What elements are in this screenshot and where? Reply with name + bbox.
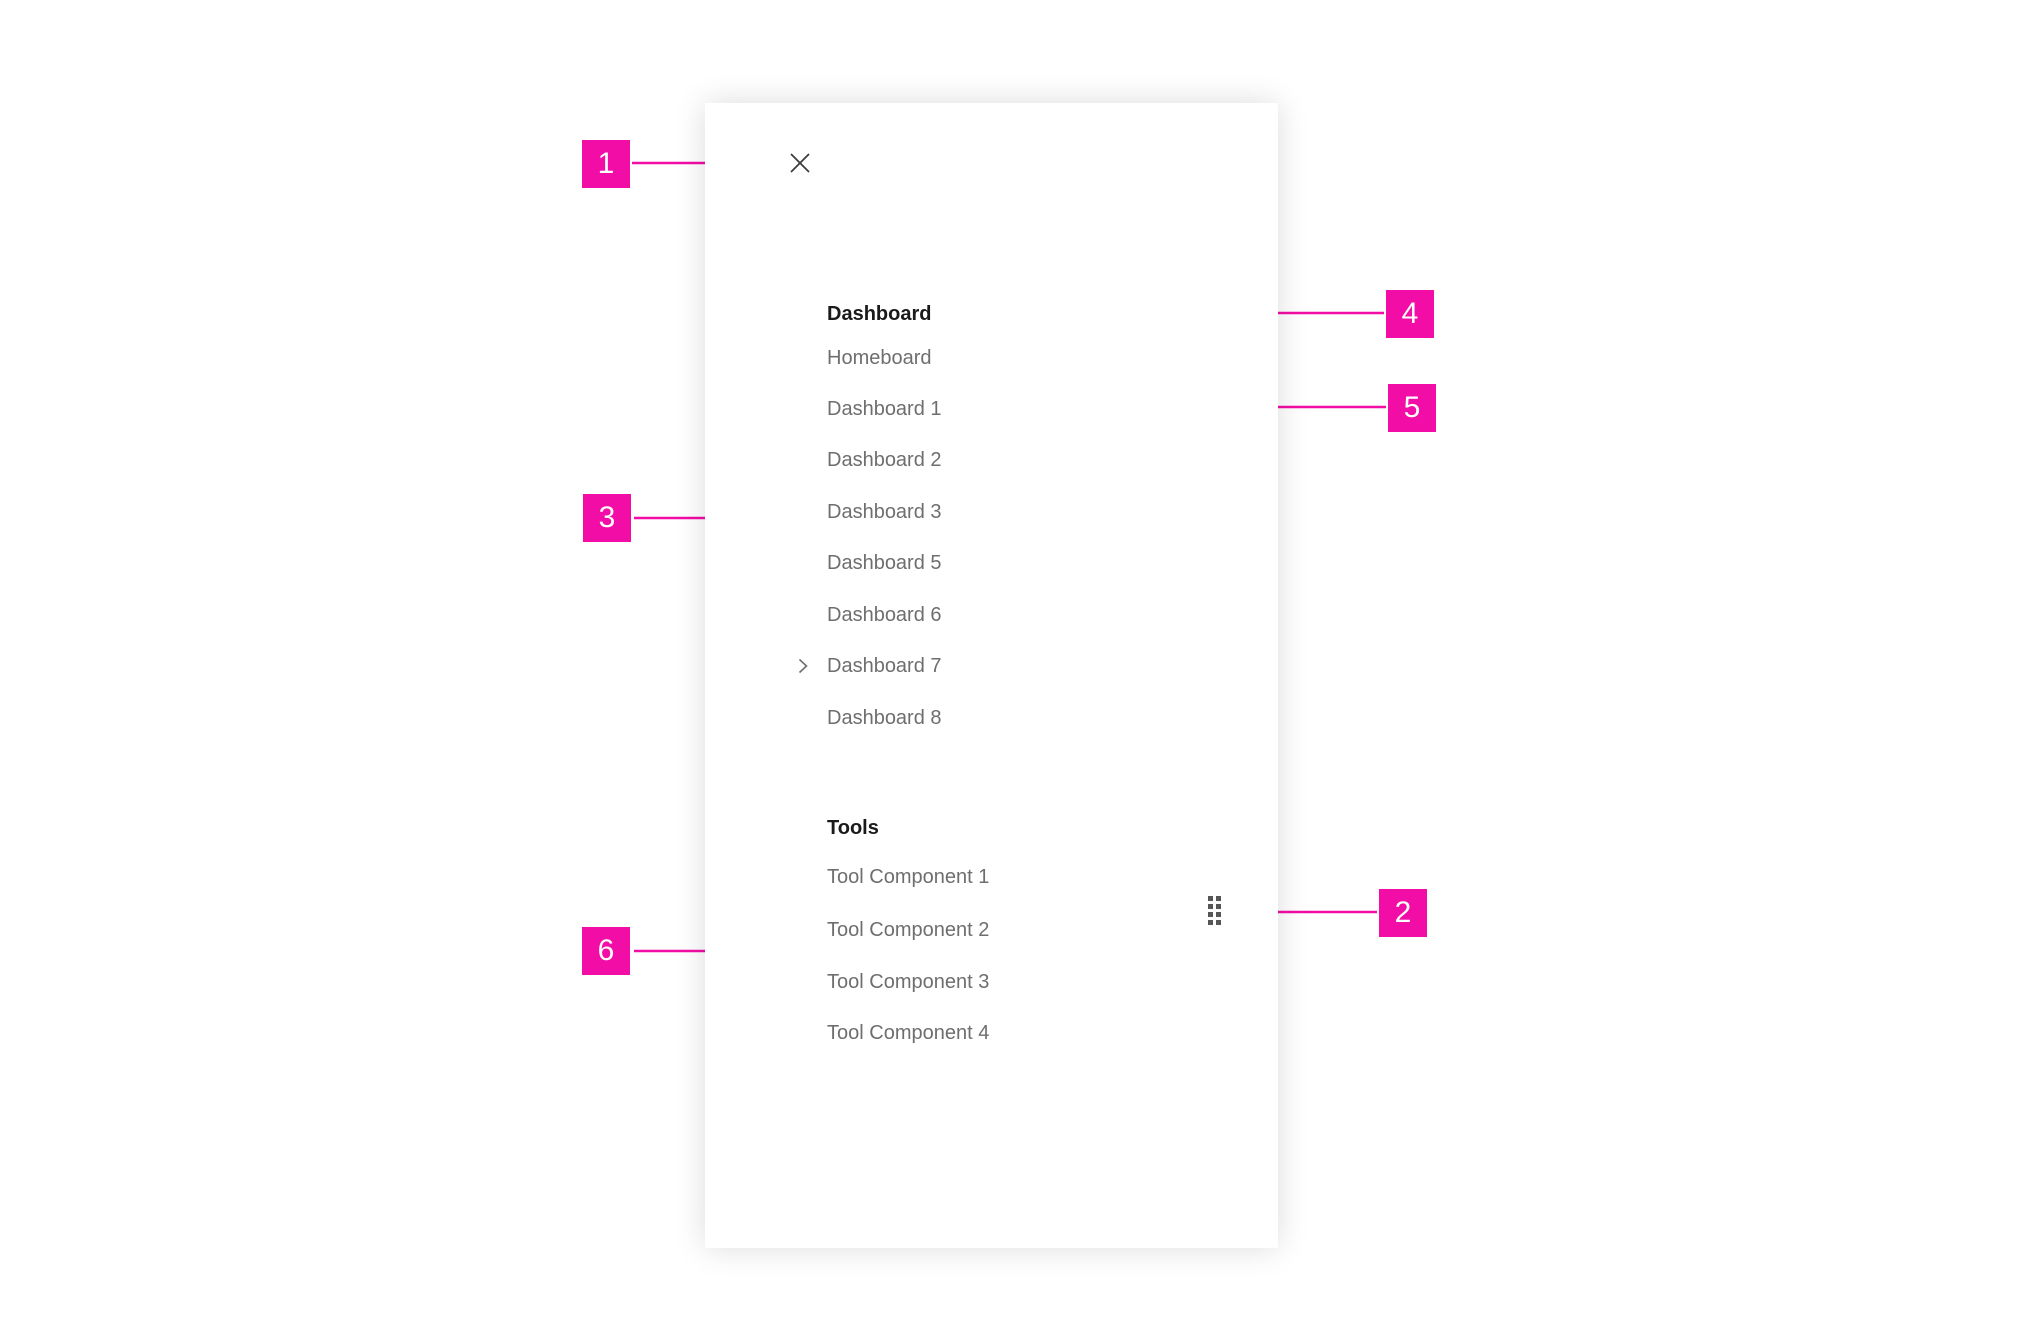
- annotation-marker-6: 6: [582, 927, 630, 975]
- drawer-item-dashboard-8[interactable]: Dashboard 8: [827, 706, 942, 729]
- annotation-marker-4: 4: [1386, 290, 1434, 338]
- drawer-item-tool-component-4[interactable]: Tool Component 4: [827, 1021, 990, 1044]
- drawer-item-dashboard-1[interactable]: Dashboard 1: [827, 397, 942, 420]
- annotation-marker-5: 5: [1388, 384, 1436, 432]
- close-button[interactable]: [784, 147, 816, 179]
- drawer-item-dashboard-6[interactable]: Dashboard 6: [827, 603, 942, 626]
- drawer-panel: Dashboard Homeboard Dashboard 1 Dashboar…: [705, 103, 1278, 1248]
- section-title-dashboard: Dashboard: [827, 302, 932, 325]
- drawer-item-homeboard[interactable]: Homeboard: [827, 346, 932, 369]
- annotation-marker-2: 2: [1379, 889, 1427, 937]
- drawer-item-dashboard-2[interactable]: Dashboard 2: [827, 448, 942, 471]
- annotation-marker-3: 3: [583, 494, 631, 542]
- drawer-item-dashboard-5[interactable]: Dashboard 5: [827, 551, 942, 574]
- drawer-item-label: Dashboard 7: [827, 654, 942, 677]
- drawer-item-tool-component-2[interactable]: Tool Component 2: [827, 918, 990, 941]
- drawer-item-dashboard-7[interactable]: Dashboard 7: [705, 640, 1278, 692]
- chevron-right-icon[interactable]: [795, 656, 811, 676]
- drawer-item-tool-component-3[interactable]: Tool Component 3: [827, 970, 990, 993]
- drawer-item-tool-component-1[interactable]: Tool Component 1: [827, 865, 990, 888]
- close-icon: [789, 152, 811, 174]
- annotation-marker-1: 1: [582, 140, 630, 188]
- section-title-tools: Tools: [827, 816, 879, 839]
- drawer-item-dashboard-3[interactable]: Dashboard 3: [827, 500, 942, 523]
- drag-handle-icon[interactable]: [1208, 896, 1221, 925]
